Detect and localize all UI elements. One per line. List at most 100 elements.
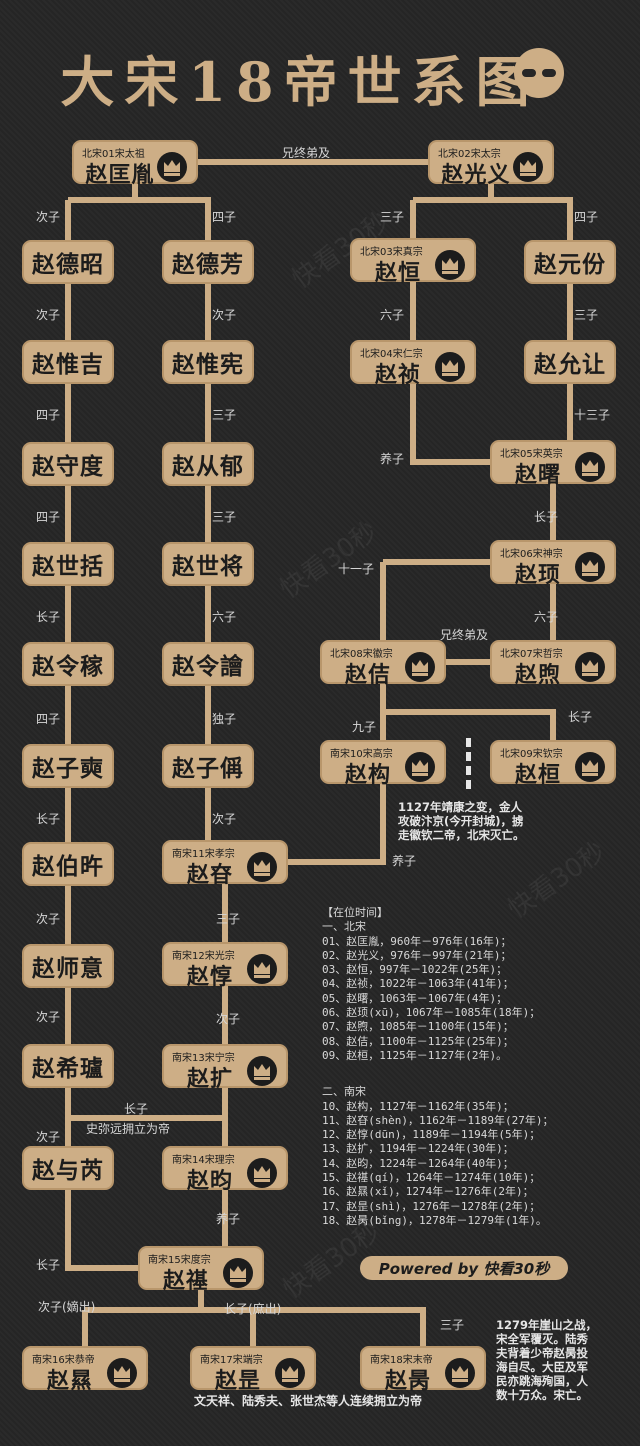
crown-icon (405, 652, 435, 682)
relation-label: 长子 (36, 610, 61, 624)
relation-label: 六子 (380, 308, 405, 322)
connector-line (446, 659, 493, 665)
connector-line (567, 384, 573, 443)
emperor-box-17: 南宋17宋端宗 赵昰 (190, 1346, 316, 1394)
emperor-box-04: 北宋04宋仁宗 赵祯 (350, 340, 476, 388)
emperor-box-14: 南宋14宋理宗 赵昀 (162, 1146, 288, 1194)
ancestor-box: 赵与芮 (22, 1146, 114, 1190)
relation-label: 兄终弟及 (440, 628, 489, 642)
tenure-item: 11、赵昚(shèn)，1162年－1189年(27年)； (322, 1113, 554, 1127)
emperor-label: 北宋08宋徽宗 (330, 649, 393, 660)
connector-line (413, 197, 573, 203)
connector-line (380, 562, 386, 643)
relation-label: 养子 (380, 452, 405, 466)
relation-label: 四子 (36, 510, 61, 524)
tenure-item: 16、赵㬎(xǐ)，1274年－1276年(2年)； (322, 1185, 534, 1199)
emperor-name: 赵匡胤 (85, 163, 155, 188)
emperor-label: 南宋17宋端宗 (200, 1355, 263, 1366)
emperor-label: 北宋04宋仁宗 (360, 349, 423, 360)
relation-label: 长子(庶出) (224, 1302, 282, 1316)
tenure-section-title: 二、南宋 (322, 1085, 366, 1099)
bottom-note: 文天祥、陆秀夫、张世杰等人连续拥立为帝 (194, 1394, 423, 1408)
watermark: 快看30秒 (274, 516, 384, 605)
relation-label: 次子 (36, 308, 61, 322)
emperor-label: 南宋14宋理宗 (172, 1155, 235, 1166)
connector-line (65, 1190, 71, 1271)
emperor-label: 北宋01宋太祖 (82, 149, 145, 160)
emperor-name: 赵昺 (384, 1369, 431, 1394)
connector-line (550, 584, 556, 643)
ancestor-box: 赵德昭 (22, 240, 114, 284)
emperor-label: 南宋16宋恭帝 (32, 1355, 95, 1366)
connector-line (205, 788, 211, 843)
crown-icon (445, 1358, 475, 1388)
emperor-label: 南宋15宋度宗 (148, 1255, 211, 1266)
crown-icon (107, 1358, 137, 1388)
connector-line (205, 200, 211, 243)
tenure-item: 03、赵恒，997年－1022年(25年)； (322, 963, 508, 977)
connector-line (65, 284, 71, 1149)
note-line: 数十万众。宋亡。 (496, 1388, 588, 1402)
tenure-item: 10、赵构，1127年－1162年(35年)； (322, 1099, 514, 1113)
crown-icon (247, 1158, 277, 1188)
connector-line (413, 459, 493, 465)
page-title: 大宋18帝世系图 (60, 50, 540, 114)
tenure-item: 05、赵曙，1063年－1067年(4年)； (322, 991, 508, 1005)
crown-icon (575, 552, 605, 582)
emperor-box-16: 南宋16宋恭帝 赵㬎 (22, 1346, 148, 1394)
relation-label: 六子 (212, 610, 237, 624)
emperor-name: 赵祯 (374, 363, 421, 388)
tenure-item: 08、赵佶，1100年－1125年(25年)； (322, 1034, 514, 1048)
note-line: 海自尽。大臣及军 (496, 1360, 588, 1374)
emperor-label: 北宋03宋真宗 (360, 247, 423, 258)
relation-label: 九子 (352, 720, 377, 734)
connector-line (288, 859, 386, 865)
emperor-label: 北宋09宋钦宗 (500, 749, 563, 760)
ancestor-box: 赵子奭 (22, 744, 114, 788)
emperor-box-10: 南宋10宋高宗 赵构 (320, 740, 446, 788)
emperor-label: 南宋12宋光宗 (172, 951, 235, 962)
tenure-item: 17、赵昰(shì)，1276年－1278年(2年)； (322, 1199, 541, 1213)
separator-dash (466, 752, 471, 761)
separator-dash (466, 766, 471, 775)
ancestor-box: 赵守度 (22, 442, 114, 486)
emperor-name: 赵禥 (162, 1269, 209, 1294)
emperor-box-02: 北宋02宋太宗 赵光义 (428, 140, 554, 188)
connector-line (198, 1290, 204, 1313)
jingkang-note: 1127年靖康之变，金人 攻破汴京(今开封城)，掳 走徽钦二帝，北宋灭亡。 (398, 800, 525, 842)
relation-label: 长子 (534, 510, 559, 524)
crown-icon (247, 1056, 277, 1086)
tenure-item: 12、赵惇(dūn)，1189年－1194年(5年)； (322, 1128, 541, 1142)
relation-label: 三子 (380, 210, 405, 224)
connector-line (420, 1310, 426, 1349)
tenure-item: 15、赵禥(qí)，1264年－1274年(10年)； (322, 1171, 541, 1185)
emperor-name: 赵顼 (514, 563, 561, 588)
emperor-label: 南宋13宋宁宗 (172, 1053, 235, 1064)
crown-icon (513, 152, 543, 182)
connector-line (383, 559, 493, 565)
connector-line (82, 1310, 88, 1349)
ancestor-box: 赵世将 (162, 542, 254, 586)
relation-label: 三子 (212, 408, 237, 422)
relation-label: 三子 (212, 510, 237, 524)
emperor-box-03: 北宋03宋真宗 赵恒 (350, 238, 476, 286)
connector-line (410, 384, 416, 465)
ancestor-box: 赵元份 (524, 240, 616, 284)
ancestor-box: 赵从郁 (162, 442, 254, 486)
separator-dash (466, 738, 471, 747)
crown-icon (575, 752, 605, 782)
crown-icon (435, 352, 465, 382)
connector-line (205, 284, 211, 747)
emperor-name: 赵曙 (514, 463, 561, 488)
relation-label: 独子 (212, 712, 237, 726)
relation-label: 次子 (212, 812, 237, 826)
relation-label: 三子 (574, 308, 599, 322)
relation-label: 三子 (440, 1318, 465, 1332)
emperor-name: 赵构 (344, 763, 391, 788)
crown-icon (223, 1258, 253, 1288)
tenure-item: 18、赵昺(bǐng)，1278年－1279年(1年)。 (322, 1213, 547, 1227)
connector-line (550, 712, 556, 743)
tenure-item: 01、赵匡胤，960年－976年(16年)； (322, 934, 512, 948)
emperor-label: 南宋18宋末帝 (370, 1355, 433, 1366)
emperor-name: 赵桓 (514, 763, 561, 788)
